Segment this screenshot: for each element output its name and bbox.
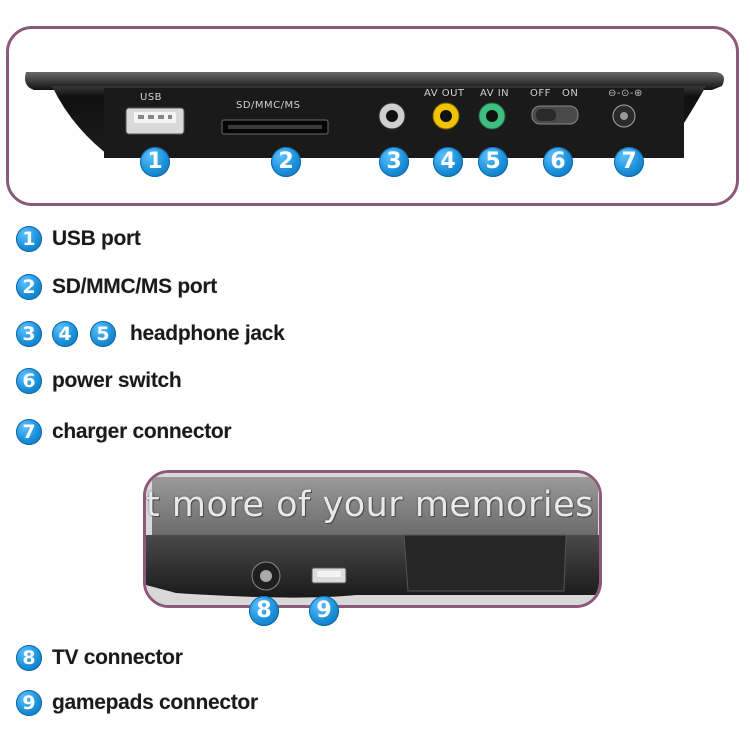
badge-5: 5 — [478, 147, 508, 177]
usb-port-label: USB — [140, 92, 163, 103]
legend-text: SD/MMC/MS port — [52, 275, 217, 298]
legend-badge: 7 — [16, 419, 42, 445]
legend-headphone-jack: 3 4 5 headphone jack — [16, 321, 285, 347]
av-out-label: AV OUT — [424, 88, 465, 99]
device-screen-text: t more of your memories f — [146, 485, 602, 525]
legend-badge: 1 — [16, 226, 42, 252]
device-body-illustration — [25, 72, 724, 158]
dc-polarity-icon: ⊖-⊙-⊕ — [608, 88, 643, 99]
legend-badge: 4 — [52, 321, 78, 347]
badge-3: 3 — [379, 147, 409, 177]
legend-text: gamepads connector — [52, 691, 258, 714]
legend-sd-port: 2 SD/MMC/MS port — [16, 274, 217, 300]
badge-7: 7 — [614, 147, 644, 177]
legend-tv-connector: 8 TV connector — [16, 645, 183, 671]
legend-text: TV connector — [52, 646, 183, 669]
legend-charger-connector: 7 charger connector — [16, 419, 232, 445]
power-off-label: OFF — [530, 88, 551, 99]
device-side-view: USB SD/MMC/MS AV OUT AV IN OFF ON ⊖-⊙-⊕ — [22, 68, 728, 172]
legend-badge: 5 — [90, 321, 116, 347]
badge-2: 2 — [271, 147, 301, 177]
badge-1: 1 — [140, 147, 170, 177]
bottom-photo-frame: t more of your memories f — [143, 470, 602, 608]
legend-badge: 6 — [16, 368, 42, 394]
power-on-label: ON — [562, 88, 579, 99]
badge-4: 4 — [433, 147, 463, 177]
badge-6: 6 — [543, 147, 573, 177]
legend-usb-port: 1 USB port — [16, 226, 141, 252]
legend-gamepads-connector: 9 gamepads connector — [16, 690, 258, 716]
badge-8: 8 — [249, 596, 279, 626]
av-in-label: AV IN — [480, 88, 510, 99]
legend-badge: 3 — [16, 321, 42, 347]
legend-badge: 2 — [16, 274, 42, 300]
legend-text: headphone jack — [130, 322, 285, 345]
legend-power-switch: 6 power switch — [16, 368, 182, 394]
legend-badge: 9 — [16, 690, 42, 716]
legend-badge: 8 — [16, 645, 42, 671]
legend-text: power switch — [52, 369, 182, 392]
device-front-illustration — [146, 473, 599, 605]
legend-text: charger connector — [52, 420, 232, 443]
sd-port-label: SD/MMC/MS — [236, 100, 301, 111]
badge-9: 9 — [309, 596, 339, 626]
legend-text: USB port — [52, 227, 141, 250]
